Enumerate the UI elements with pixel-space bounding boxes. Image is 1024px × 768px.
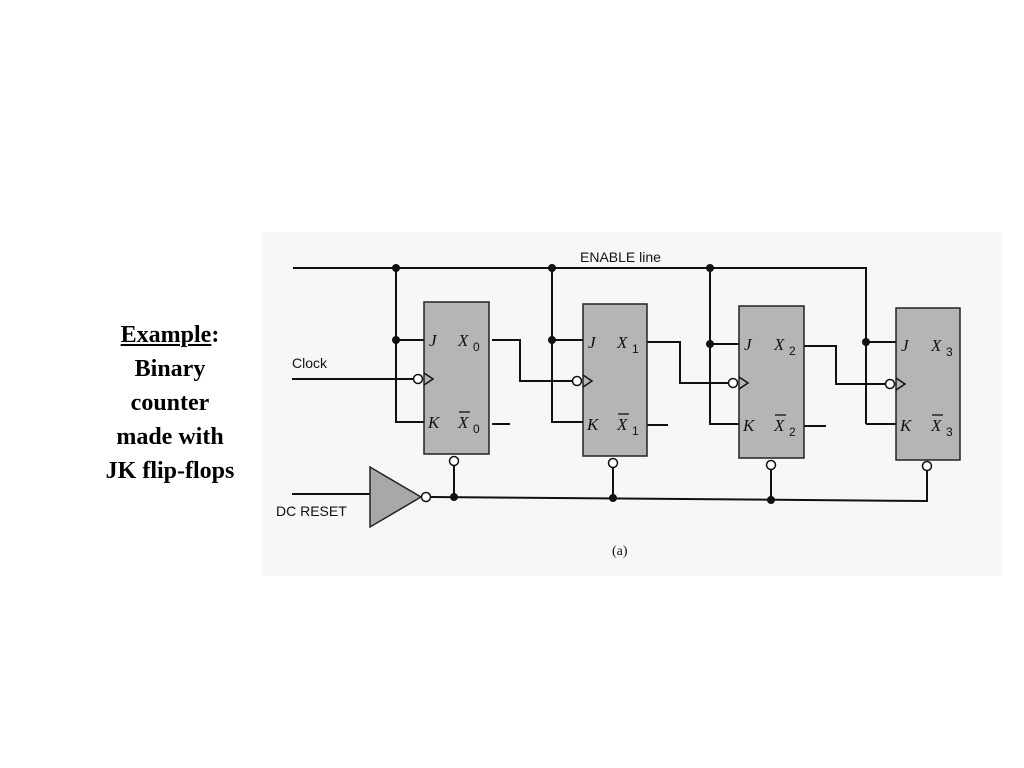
flip-flop-2: J K X 2 X 2: [727, 305, 805, 471]
flip-flop-body: [582, 303, 648, 457]
pin-qbar: X: [773, 416, 785, 435]
junction-dot: [548, 336, 556, 344]
clock-bubble: [727, 377, 739, 389]
figure-label: (a): [612, 544, 628, 559]
flip-flop-1: J K X 1 X 1: [571, 303, 648, 469]
ripple-wire-1: [647, 341, 729, 384]
pin-qbar-index: 0: [473, 422, 480, 436]
junction-dot: [392, 336, 400, 344]
pin-q-index: 2: [789, 344, 796, 358]
pin-qbar-index: 3: [946, 425, 953, 439]
pin-q: X: [773, 335, 785, 354]
flip-flop-3: J K X 3 X 3: [884, 307, 961, 472]
caption-line-2: counter: [130, 390, 210, 416]
pin-qbar: X: [457, 413, 469, 432]
pin-k: K: [899, 416, 913, 435]
clock-bubble: [571, 375, 583, 387]
pin-k: K: [742, 416, 756, 435]
pin-q-index: 1: [632, 342, 639, 356]
caption-line-3: made with: [116, 424, 224, 450]
clock-triangle: [895, 377, 907, 391]
clock-bubble: [412, 373, 424, 385]
pin-k: K: [427, 413, 441, 432]
pin-q-index: 3: [946, 345, 953, 359]
reset-bubble: [607, 457, 619, 469]
enable-tap-2: [709, 268, 739, 425]
caption-line-1: Binary: [134, 356, 206, 382]
pin-qbar-index: 2: [789, 425, 796, 439]
caption-line-4: JK flip-flops: [105, 458, 235, 484]
clock-triangle: [582, 374, 594, 388]
caption-title: Example: [120, 322, 212, 348]
pin-q: X: [457, 331, 469, 350]
pin-j: J: [901, 336, 910, 355]
pin-j: J: [588, 333, 597, 352]
junction-dot: [609, 494, 617, 502]
reset-bubble: [765, 459, 777, 471]
dc-reset-label: DC RESET: [276, 503, 347, 519]
reset-bus-wire: [430, 471, 928, 503]
clock-triangle: [423, 372, 435, 386]
junction-dot: [767, 496, 775, 504]
pin-qbar: X: [616, 415, 628, 434]
reset-buffer-triangle: [369, 465, 423, 529]
enable-line-label: ENABLE line: [580, 249, 661, 265]
pin-j: J: [744, 335, 753, 354]
caption-title-line: Example:: [80, 318, 260, 352]
reset-buffer-bubble: [420, 491, 432, 503]
junction-dot: [548, 264, 556, 272]
junction-dot: [862, 338, 870, 346]
junction-dot: [392, 264, 400, 272]
pin-q-index: 0: [473, 340, 480, 354]
clock-label: Clock: [292, 355, 328, 371]
reset-bubble: [448, 455, 460, 467]
pin-q: X: [616, 333, 628, 352]
ripple-wire-0: [492, 339, 572, 382]
pin-j: J: [429, 331, 438, 350]
ripple-wire-2: [804, 345, 886, 385]
reset-bubble: [921, 460, 933, 472]
pin-k: K: [586, 415, 600, 434]
pin-qbar: X: [930, 416, 942, 435]
junction-dot: [450, 493, 458, 501]
slide-caption: Example: Binary counter made with JK fli…: [80, 318, 260, 488]
flip-flop-body: [895, 307, 961, 461]
junction-dot: [706, 340, 714, 348]
flip-flop-body: [738, 305, 805, 459]
pin-qbar-index: 1: [632, 424, 639, 438]
junction-dot: [706, 264, 714, 272]
caption-colon: :: [211, 322, 220, 348]
flip-flop-body: [423, 301, 490, 455]
enable-tap-1: [551, 268, 583, 423]
enable-line-wire: [293, 267, 896, 343]
enable-tap-0: [395, 268, 424, 423]
clock-triangle: [738, 376, 750, 390]
pin-q: X: [930, 336, 942, 355]
flip-flop-0: J K X 0 X 0: [412, 301, 490, 467]
clock-bubble: [884, 378, 896, 390]
